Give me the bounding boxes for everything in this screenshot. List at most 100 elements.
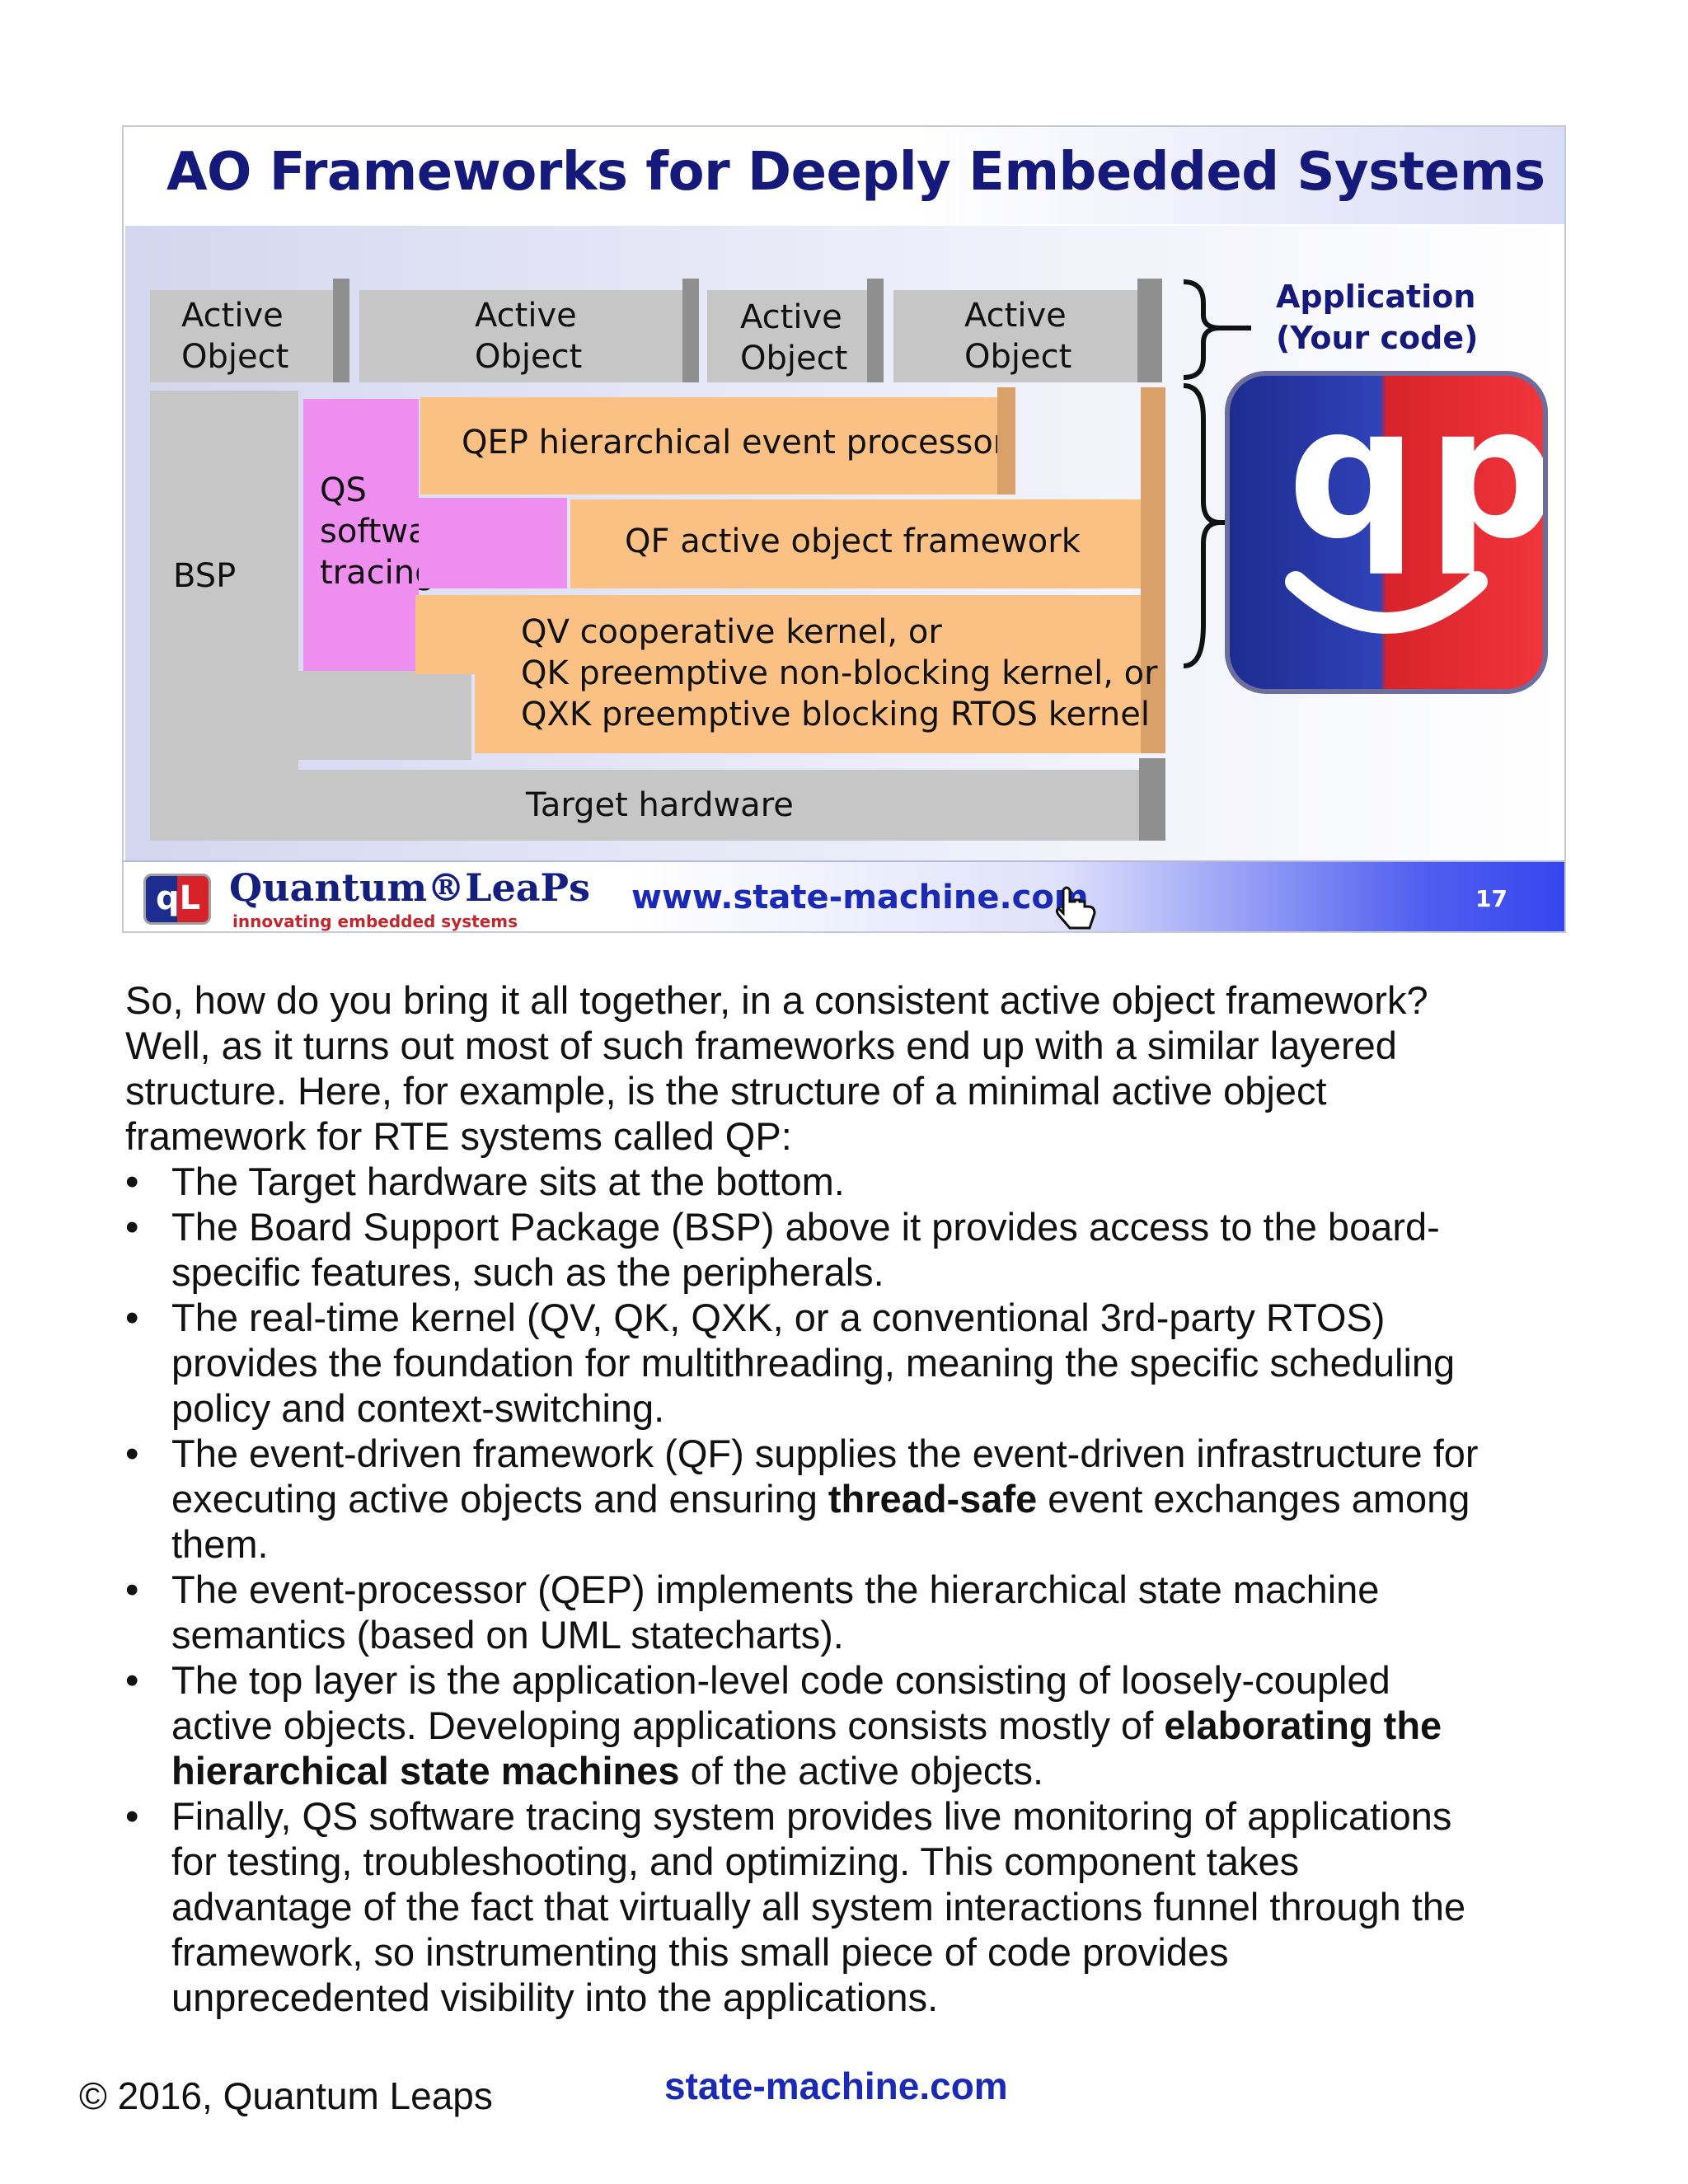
- bullet-bold-text: elaborating the: [1164, 1704, 1442, 1747]
- bullet-line: provides the foundation for multithreadi…: [171, 1341, 1456, 1385]
- bullet-bold-text: hierarchical state machines: [171, 1749, 680, 1793]
- qep-label: QEP hierarchical event processor: [462, 424, 1007, 462]
- active-object-block-2: Active Object: [359, 290, 682, 382]
- bullet-symbol: •: [125, 1794, 139, 1838]
- intro-line: Well, as it turns out most of such frame…: [125, 1024, 1397, 1067]
- active-object-side: [333, 279, 349, 382]
- intro-line: structure. Here, for example, is the str…: [125, 1069, 1327, 1113]
- bullet-line: active objects. Developing applications …: [171, 1703, 1576, 1748]
- qep-side: [997, 387, 1015, 494]
- active-object-label: Active: [181, 297, 284, 335]
- slide-footer: qL Quantum®LeaPs innovating embedded sys…: [124, 860, 1564, 931]
- active-object-label: Object: [964, 338, 1072, 376]
- intro-paragraph: So, how do you bring it all together, in…: [125, 977, 1576, 1159]
- qs-block-extension: [419, 498, 567, 588]
- hardware-label: Target hardware: [526, 786, 794, 824]
- bullet-line: The Board Support Package (BSP) above it…: [171, 1205, 1440, 1249]
- qp-logo-icon: qp: [1225, 371, 1548, 694]
- application-label-line1: Application: [1276, 279, 1476, 315]
- quantum-leaps-logo-text: qL: [156, 879, 201, 917]
- copyright-notice: © 2016, Quantum Leaps: [79, 2074, 493, 2117]
- intro-line: So, how do you bring it all together, in…: [125, 978, 1428, 1022]
- bullet-line: advantage of the fact that virtually all…: [171, 1885, 1466, 1929]
- qf-side: [1141, 387, 1165, 588]
- bullet-line: hierarchical state machines of the activ…: [171, 1748, 1576, 1793]
- slide-number: 17: [1475, 885, 1507, 912]
- active-object-block-4: Active Object: [893, 290, 1137, 382]
- bullet-text: executing active objects and ensuring: [171, 1477, 828, 1521]
- qep-block: QEP hierarchical event processor: [420, 397, 1006, 494]
- application-brace-icon: [1183, 279, 1251, 668]
- slide-url-link[interactable]: www.state-machine.com: [631, 879, 1089, 916]
- bullet-item: • The real-time kernel (QV, QK, QXK, or …: [125, 1295, 1576, 1431]
- kernel-block: [415, 595, 1141, 674]
- bsp-lower-block: [150, 671, 471, 760]
- hand-cursor-icon: [1055, 886, 1096, 930]
- active-object-side: [682, 279, 699, 382]
- quantum-leaps-logo-icon: qL: [143, 874, 211, 925]
- bullet-text: of the active objects.: [679, 1749, 1044, 1793]
- bullet-item: • The top layer is the application-level…: [125, 1657, 1576, 1793]
- bullet-list: • The Target hardware sits at the bottom…: [125, 1159, 1576, 2020]
- bullet-line: policy and context-switching.: [171, 1386, 665, 1430]
- bullet-line: semantics (based on UML statecharts).: [171, 1613, 844, 1657]
- bullet-symbol: •: [125, 1568, 139, 1611]
- bullet-item: • The Target hardware sits at the bottom…: [125, 1159, 1576, 1204]
- bullet-bold-text: thread-safe: [828, 1477, 1038, 1521]
- bullet-item: • The event-driven framework (QF) suppli…: [125, 1431, 1576, 1567]
- bullet-symbol: •: [125, 1432, 139, 1475]
- bullet-text: event exchanges among: [1037, 1477, 1470, 1521]
- bsp-label: BSP: [173, 557, 237, 595]
- qs-block: QS software tracing: [303, 399, 462, 671]
- active-object-side: [1137, 279, 1162, 382]
- active-object-label: Active: [475, 297, 577, 335]
- kernel-side: [1141, 588, 1165, 753]
- bsp-block: BSP: [150, 391, 298, 827]
- active-object-block-1: Active Object: [150, 290, 333, 382]
- slide-image: AO Frameworks for Deeply Embedded System…: [122, 125, 1566, 933]
- bullet-line: framework, so instrumenting this small p…: [171, 1930, 1229, 1974]
- kernel-label-line2: QK preemptive non-blocking kernel, or: [521, 654, 1158, 692]
- qp-logo-text: qp: [1287, 371, 1548, 579]
- page-footer-url-link[interactable]: state-machine.com: [664, 2064, 1008, 2107]
- bullet-line: specific features, such as the periphera…: [171, 1250, 884, 1294]
- quantum-leaps-tagline: innovating embedded systems: [232, 912, 518, 931]
- bullet-line: for testing, troubleshooting, and optimi…: [171, 1840, 1300, 1883]
- bullet-item: • Finally, QS software tracing system pr…: [125, 1793, 1576, 2020]
- qs-label: tracing: [320, 554, 436, 592]
- bullet-line: The real-time kernel (QV, QK, QXK, or a …: [171, 1296, 1386, 1339]
- bullet-line: The event-driven framework (QF) supplies…: [171, 1432, 1479, 1475]
- bullet-symbol: •: [125, 1658, 139, 1702]
- bullet-item: • The event-processor (QEP) implements t…: [125, 1567, 1576, 1657]
- bullet-text: active objects. Developing applications …: [171, 1704, 1165, 1747]
- bullet-line: The event-processor (QEP) implements the…: [171, 1568, 1380, 1611]
- bullet-symbol: •: [125, 1296, 139, 1339]
- active-object-label: Active: [964, 297, 1067, 335]
- qf-label: QF active object framework: [625, 523, 1081, 560]
- active-object-label: Object: [740, 340, 848, 377]
- active-object-side: [867, 279, 884, 382]
- bullet-symbol: •: [125, 1160, 139, 1203]
- bullet-line: executing active objects and ensuring th…: [171, 1476, 1576, 1521]
- hardware-block: Target hardware: [150, 770, 1139, 841]
- kernel-label-line3: QXK preemptive blocking RTOS kernel: [521, 696, 1150, 733]
- active-object-label: Object: [181, 338, 289, 376]
- slide-title-bar: AO Frameworks for Deeply Embedded System…: [124, 127, 1564, 224]
- bullet-symbol: •: [125, 1205, 139, 1249]
- kernel-label-line1: QV cooperative kernel, or: [521, 613, 942, 651]
- qf-block: QF active object framework: [570, 499, 1141, 588]
- intro-line: framework for RTE systems called QP:: [125, 1114, 792, 1158]
- qs-label: QS: [320, 471, 367, 509]
- active-object-label: Object: [475, 338, 583, 376]
- bullet-line: The Target hardware sits at the bottom.: [171, 1160, 845, 1203]
- active-object-block-3: Active Object: [707, 290, 867, 382]
- bullet-line: Finally, QS software tracing system prov…: [171, 1794, 1452, 1838]
- bullet-item: • The Board Support Package (BSP) above …: [125, 1204, 1576, 1295]
- architecture-diagram: Active Object Active Object Active Objec…: [125, 226, 1563, 860]
- kernel-block-lower: [475, 671, 1141, 753]
- quantum-leaps-brand: Quantum®LeaPs: [229, 865, 591, 910]
- application-label-line2: (Your code): [1276, 320, 1479, 356]
- hardware-side: [1139, 758, 1165, 841]
- bullet-line: them.: [171, 1522, 269, 1566]
- bullet-line: unprecedented visibility into the applic…: [171, 1975, 939, 2019]
